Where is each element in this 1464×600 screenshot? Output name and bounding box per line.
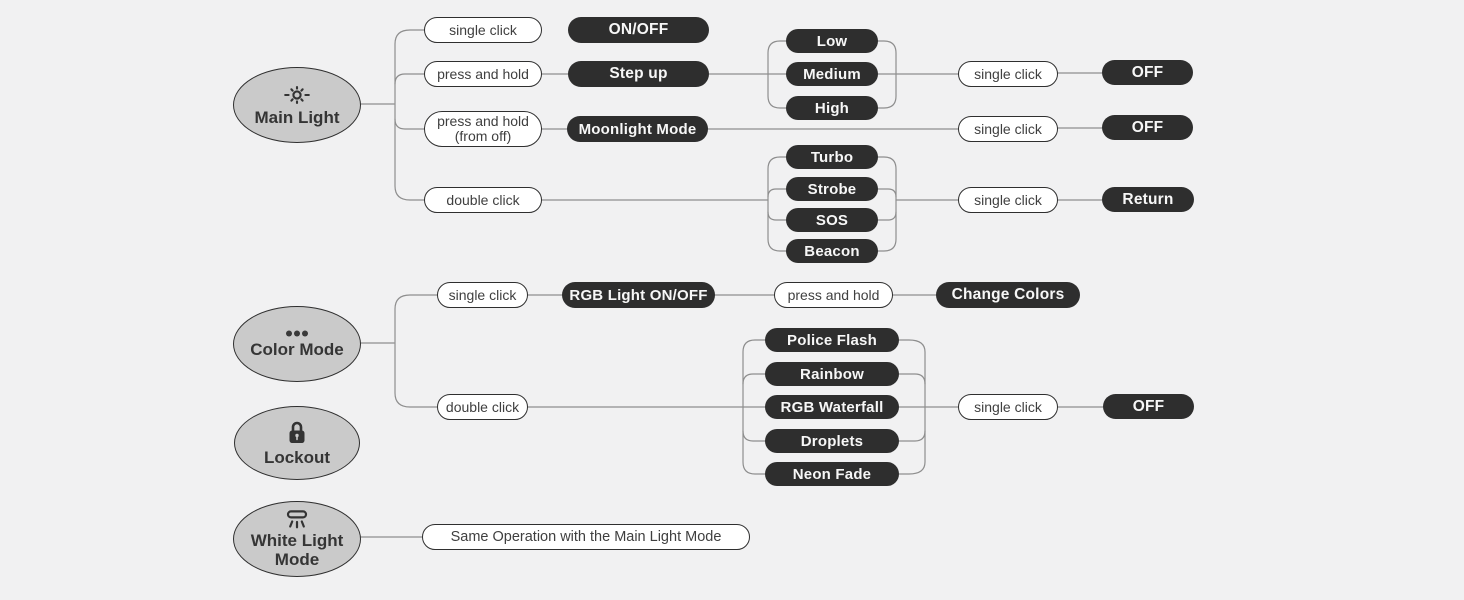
- node-main-light-label: Main Light: [254, 107, 340, 127]
- node-lockout: Lockout: [234, 406, 360, 480]
- action-press-and-hold-main: press and hold: [424, 61, 542, 87]
- then-single-click-levels: single click: [958, 61, 1058, 87]
- action-single-click-color: single click: [437, 282, 528, 308]
- node-white-light-mode: White Light Mode: [233, 501, 361, 577]
- node-color-mode-label: Color Mode: [250, 340, 344, 359]
- outcome-off-rgb: OFF: [1103, 394, 1194, 419]
- action-double-click-color: double click: [437, 394, 528, 420]
- node-main-light: Main Light: [233, 67, 361, 143]
- mode-strobe: Strobe: [786, 177, 878, 201]
- result-on-off: ON/OFF: [568, 17, 709, 43]
- three-dots-icon: [286, 330, 308, 337]
- level-medium: Medium: [786, 62, 878, 86]
- mode-turbo: Turbo: [786, 145, 878, 169]
- note-same-operation: Same Operation with the Main Light Mode: [422, 524, 750, 550]
- mode-droplets: Droplets: [765, 429, 899, 453]
- action-single-click-main: single click: [424, 17, 542, 43]
- then-single-click-moonlight: single click: [958, 116, 1058, 142]
- action-press-and-hold-from-off-line1: press and hold: [437, 113, 529, 129]
- action-double-click-main: double click: [424, 187, 542, 213]
- then-press-and-hold-rgb: press and hold: [774, 282, 893, 308]
- mode-beacon: Beacon: [786, 239, 878, 263]
- mode-police-flash: Police Flash: [765, 328, 899, 352]
- node-white-light-mode-label-line2: Mode: [274, 549, 320, 569]
- brightness-sun-icon: [284, 85, 310, 104]
- mode-rgb-waterfall: RGB Waterfall: [765, 395, 899, 419]
- result-rgb-light-on-off: RGB Light ON/OFF: [562, 282, 715, 308]
- node-lockout-label: Lockout: [263, 448, 331, 467]
- then-single-click-special-modes: single click: [958, 187, 1058, 213]
- action-press-and-hold-from-off: press and hold (from off): [424, 111, 542, 147]
- then-single-click-rgb-modes: single click: [958, 394, 1058, 420]
- action-press-and-hold-from-off-line2: (from off): [454, 128, 512, 144]
- mode-rainbow: Rainbow: [765, 362, 899, 386]
- level-low: Low: [786, 29, 878, 53]
- result-step-up: Step up: [568, 61, 709, 87]
- mode-sos: SOS: [786, 208, 878, 232]
- outcome-off-moonlight: OFF: [1102, 115, 1193, 140]
- result-moonlight-mode: Moonlight Mode: [567, 116, 708, 142]
- outcome-change-colors: Change Colors: [936, 282, 1080, 308]
- node-color-mode: Color Mode: [233, 306, 361, 382]
- outcome-off-levels: OFF: [1102, 60, 1193, 85]
- outcome-return: Return: [1102, 187, 1194, 212]
- padlock-icon: [289, 421, 305, 443]
- level-high: High: [786, 96, 878, 120]
- node-white-light-mode-label-line1: White Light: [250, 530, 344, 550]
- mode-neon-fade: Neon Fade: [765, 462, 899, 486]
- ceiling-light-icon: [286, 509, 308, 528]
